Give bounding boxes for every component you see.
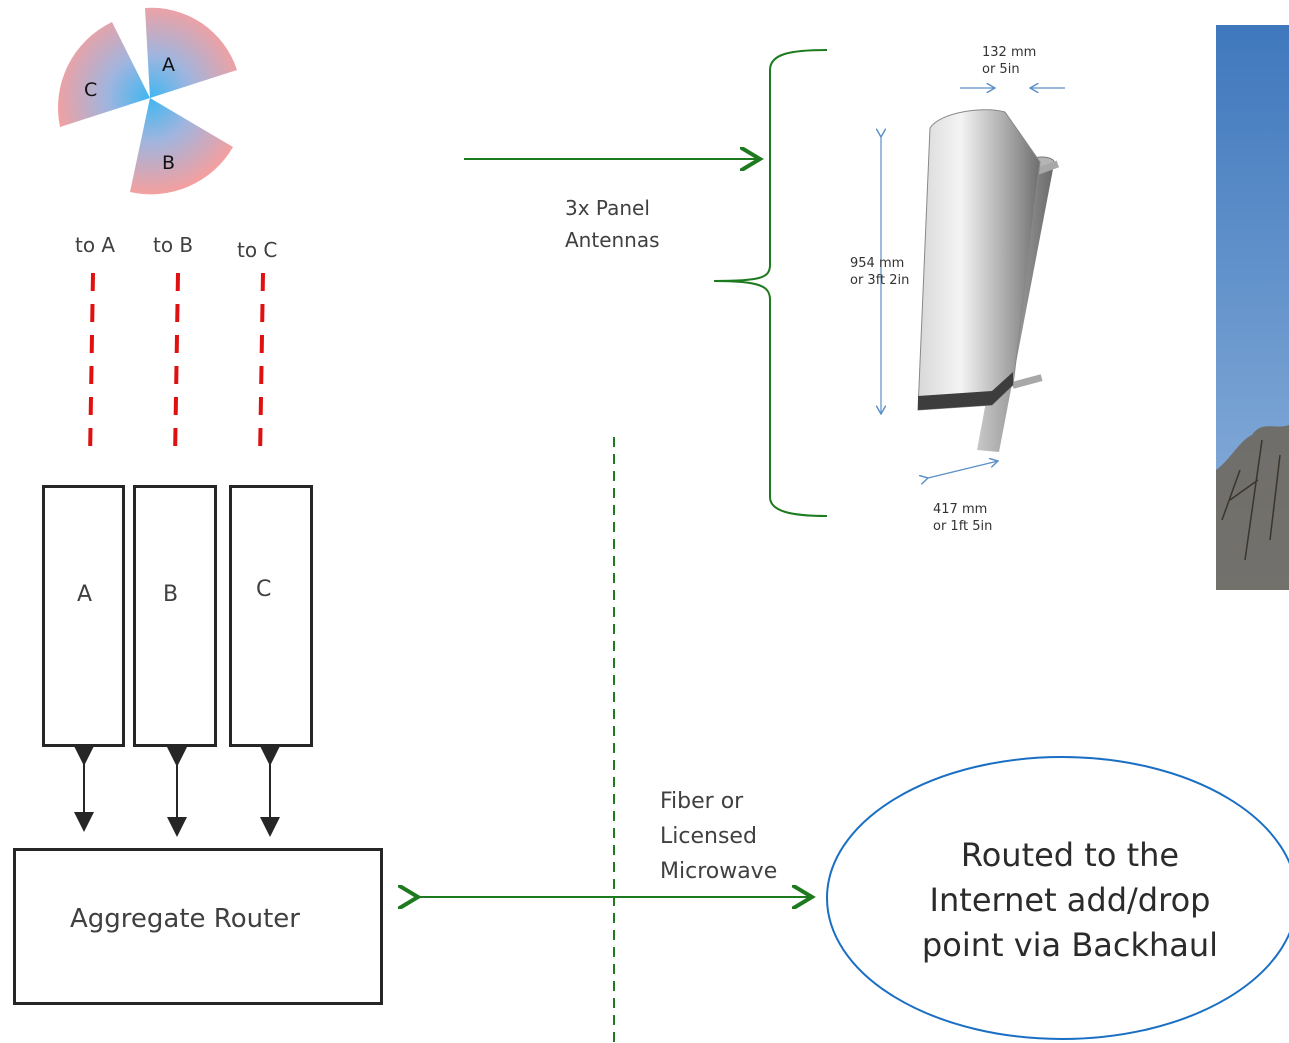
radio-b-label: B [163, 582, 179, 607]
depth-dimension: 417 mm or 1ft 5in [933, 501, 992, 535]
feed-label-c: to C [237, 238, 278, 262]
backhaul-line2: Internet add/drop [929, 881, 1211, 919]
depth-dimension-line2: or 1ft 5in [933, 519, 993, 534]
aggregate-router-label: Aggregate Router [70, 904, 300, 934]
backhaul-line3: point via Backhaul [921, 926, 1219, 964]
radio-router-links [74, 746, 280, 837]
antennas-brace [713, 49, 828, 517]
link-type-line1: Fiber or [660, 789, 744, 814]
radio-c-label: C [256, 577, 272, 602]
height-dimension-line2: or 3ft 2in [850, 273, 910, 288]
width-dimension: 132 mm or 5in [982, 44, 1036, 78]
radio-a-label: A [77, 582, 93, 607]
sector-a-wedge [145, 7, 237, 98]
panel-antenna-image [881, 88, 1065, 478]
antennas-label-line1: 3x Panel [565, 196, 650, 220]
aggregate-router-box: Aggregate Router [13, 848, 383, 1005]
feed-line-b [173, 272, 180, 459]
width-dimension-line2: or 5in [982, 62, 1020, 77]
link-type-line3: Microwave [660, 859, 778, 884]
sector-a-label: A [162, 54, 175, 76]
antennas-label: 3x Panel Antennas [565, 192, 660, 256]
radio-c-box: C [229, 485, 313, 747]
link-type-line2: Licensed [660, 824, 757, 849]
antennas-label-line2: Antennas [565, 228, 660, 252]
antenna-panel [917, 109, 1041, 411]
depth-dimension-line1: 417 mm [933, 502, 988, 517]
backhaul-label: Routed to the Internet add/drop point vi… [860, 833, 1280, 968]
sector-b-label: B [162, 152, 176, 174]
tower-photo [1216, 25, 1289, 590]
feed-line-c [258, 272, 265, 459]
feed-label-b: to B [153, 233, 194, 257]
radio-b-box: B [133, 485, 217, 747]
depth-dim-arrow [928, 461, 998, 478]
sector-c-wedge [58, 22, 150, 127]
feed-lines [88, 272, 265, 459]
sector-coverage-diagram [58, 7, 237, 195]
sector-b-wedge [130, 98, 233, 195]
feed-label-a: to A [75, 233, 116, 257]
height-dimension-line1: 954 mm [850, 256, 905, 271]
link-type-label: Fiber or Licensed Microwave [660, 784, 777, 889]
backhaul-ellipse [826, 756, 1289, 1040]
height-dimension: 954 mm or 3ft 2in [850, 255, 909, 289]
backhaul-line1: Routed to the [960, 836, 1180, 874]
sector-c-label: C [84, 79, 98, 101]
feed-line-a [88, 272, 95, 459]
radio-a-box: A [42, 485, 125, 747]
width-dimension-line1: 132 mm [982, 45, 1037, 60]
